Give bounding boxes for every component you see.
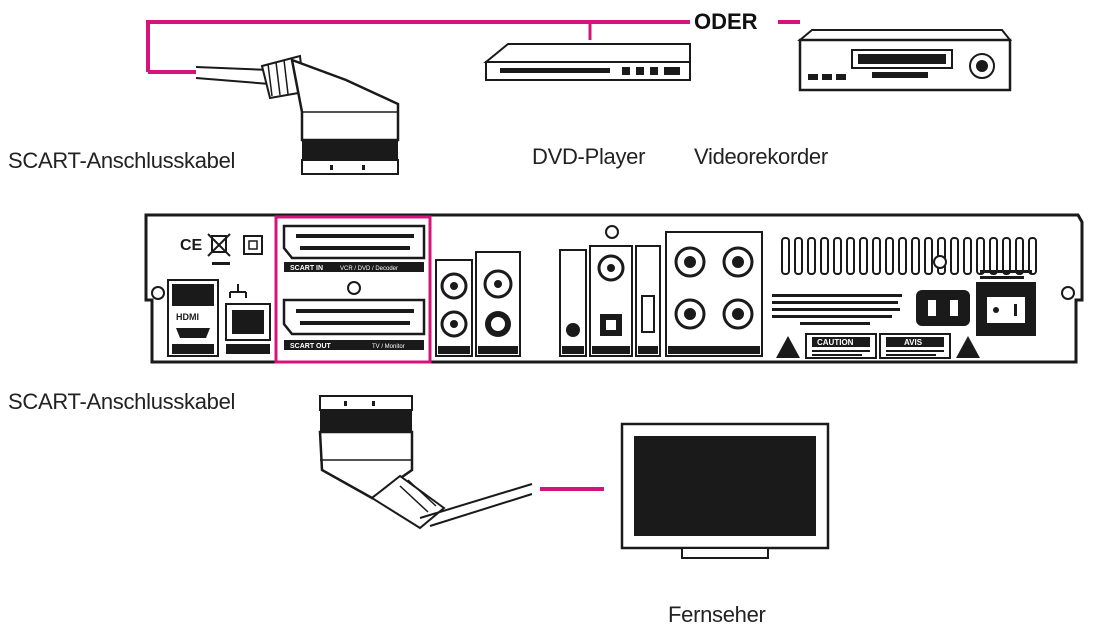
vent-slot bbox=[1028, 237, 1037, 275]
scart-out-sublabel: TV / Monitor bbox=[372, 344, 405, 350]
scart-out-port-icon: SCART OUT TV / Monitor bbox=[282, 298, 426, 350]
vent-slot bbox=[833, 237, 842, 275]
usb-port-icon bbox=[635, 245, 661, 357]
oder-label: ODER bbox=[694, 9, 758, 34]
vent-slot bbox=[898, 237, 907, 275]
scart-in-label: SCART IN bbox=[290, 265, 323, 272]
hdmi-port-icon: HDMI bbox=[167, 279, 219, 357]
dvd-player-icon bbox=[483, 43, 691, 81]
rca-audio-ports-icon bbox=[435, 259, 473, 357]
vent-slot bbox=[1015, 237, 1024, 275]
caution-label: CAUTION bbox=[805, 333, 877, 359]
vent-slot bbox=[976, 237, 985, 275]
vent-slot bbox=[924, 237, 933, 275]
vent-slot bbox=[781, 237, 790, 275]
power-switch-icon bbox=[976, 270, 1036, 336]
scart-highlight-frame bbox=[274, 215, 432, 364]
tv-label: Fernseher bbox=[668, 602, 766, 627]
caution-text: CAUTION bbox=[817, 338, 854, 347]
ethernet-port-icon bbox=[225, 284, 271, 354]
scart-in-port-icon: SCART IN VCR / DVD / Decoder bbox=[282, 224, 426, 272]
warning-triangle-icon bbox=[956, 336, 980, 358]
dvd-player-label: DVD-Player bbox=[532, 144, 646, 169]
scart-out-label: SCART OUT bbox=[290, 343, 332, 350]
scart-plug-bottom-icon bbox=[318, 395, 533, 530]
vent-slot bbox=[911, 237, 920, 275]
vent-slot bbox=[859, 237, 868, 275]
regulatory-text-block bbox=[772, 294, 902, 325]
class-ii-icon bbox=[243, 235, 263, 255]
ce-mark-icon: CE bbox=[180, 237, 203, 254]
weee-bin-icon bbox=[207, 233, 231, 265]
connection-line-top bbox=[146, 20, 800, 74]
avis-label: AVIS bbox=[879, 333, 951, 359]
vent-slot bbox=[885, 237, 894, 275]
avis-text: AVIS bbox=[904, 338, 923, 347]
vent-slot bbox=[950, 237, 959, 275]
tv-icon bbox=[620, 422, 830, 559]
video-recorder-label: Videorekorder bbox=[694, 144, 828, 169]
antenna-ports-icon bbox=[665, 231, 763, 357]
receiver-back-panel: CE HDMI bbox=[144, 213, 1084, 364]
video-recorder-icon bbox=[797, 29, 1013, 92]
vent-slot bbox=[989, 237, 998, 275]
scart-cable-bottom-label: SCART-Anschlusskabel bbox=[8, 389, 236, 414]
vent-slot bbox=[846, 237, 855, 275]
vent-slot bbox=[794, 237, 803, 275]
vent-slot bbox=[963, 237, 972, 275]
svideo-composite-ports-icon bbox=[475, 251, 521, 357]
dc-power-port-icon bbox=[559, 249, 587, 357]
hdmi-label: HDMI bbox=[176, 312, 199, 322]
vent-slot bbox=[1002, 237, 1011, 275]
vent-slot bbox=[872, 237, 881, 275]
lightning-warning-icon bbox=[776, 336, 800, 358]
scart-plug-top-icon bbox=[195, 54, 400, 175]
vent-slot bbox=[807, 237, 816, 275]
power-inlet-icon bbox=[916, 255, 970, 326]
screw-icon bbox=[605, 225, 619, 239]
scart-cable-top-label: SCART-Anschlusskabel bbox=[8, 148, 236, 173]
scart-in-sublabel: VCR / DVD / Decoder bbox=[340, 266, 398, 272]
vent-slot bbox=[820, 237, 829, 275]
coax-optical-ports-icon bbox=[589, 245, 633, 357]
screw-icon bbox=[347, 281, 361, 295]
